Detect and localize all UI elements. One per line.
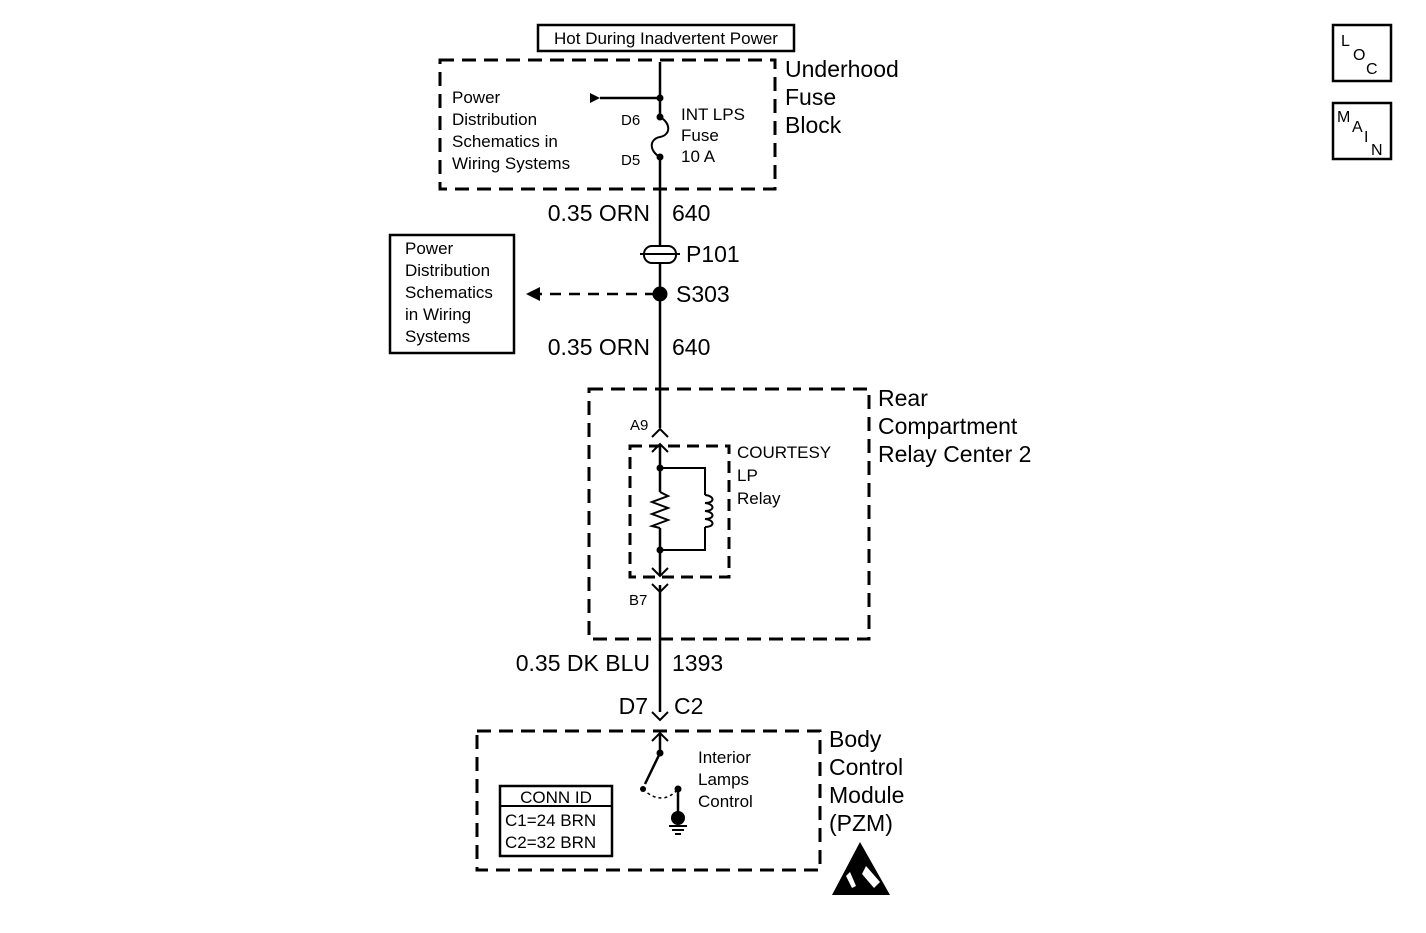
underhood-title-2: Fuse bbox=[785, 84, 836, 110]
conn-id-table: CONN ID C1=24 BRN C2=32 BRN bbox=[498, 784, 614, 858]
main-button[interactable]: M A I N bbox=[1331, 101, 1393, 161]
main-letter-n: N bbox=[1371, 142, 1383, 159]
bcm-pin-d7: D7 bbox=[619, 693, 648, 719]
relay-coil-icon bbox=[704, 494, 714, 528]
relay-label-3: Relay bbox=[737, 489, 781, 508]
wire1-size-color: 0.35 ORN bbox=[548, 200, 650, 226]
connector-p101: P101 bbox=[640, 241, 740, 267]
hot-during-inadvertent-power-box: Hot During Inadvertent Power bbox=[536, 23, 796, 53]
conn-id-row-2: C2=32 BRN bbox=[505, 833, 596, 852]
bcm-title-3: Module bbox=[829, 782, 904, 808]
relay-label-1: COURTESY bbox=[737, 443, 831, 462]
fuse-icon bbox=[650, 116, 670, 158]
esd-warning-icon bbox=[832, 842, 890, 895]
conn-id-title: CONN ID bbox=[520, 788, 592, 807]
bcm-title-2: Control bbox=[829, 754, 903, 780]
splice-s303-label: S303 bbox=[676, 281, 730, 307]
loc-letter-l: L bbox=[1341, 33, 1350, 50]
switch-label-2: Lamps bbox=[698, 770, 749, 789]
fuse-pin-d5-dot bbox=[656, 153, 664, 161]
underhood-note-3: Schematics in bbox=[452, 132, 558, 151]
ref-box-line-3: Schematics bbox=[405, 283, 493, 302]
loc-letter-o: O bbox=[1353, 47, 1365, 64]
relay-center-title-1: Rear bbox=[878, 385, 928, 411]
pin-d5: D5 bbox=[621, 152, 640, 169]
pin-b7-connector-icon bbox=[651, 583, 669, 594]
connector-p101-label: P101 bbox=[686, 241, 740, 267]
relay-center-title-3: Relay Center 2 bbox=[878, 441, 1031, 467]
main-letter-i: I bbox=[1364, 129, 1368, 146]
wire3-circuit: 1393 bbox=[672, 650, 723, 676]
switch-label-1: Interior bbox=[698, 748, 751, 767]
relay-label-2: LP bbox=[737, 466, 758, 485]
fuse-label-1: INT LPS bbox=[681, 105, 745, 124]
main-letter-a: A bbox=[1352, 119, 1363, 136]
fuse-label-2: Fuse bbox=[681, 126, 719, 145]
ref-box-line-2: Distribution bbox=[405, 261, 490, 280]
switch-label-3: Control bbox=[698, 792, 753, 811]
underhood-title-1: Underhood bbox=[785, 56, 899, 82]
underhood-title-3: Block bbox=[785, 112, 842, 138]
wire1-circuit: 640 bbox=[672, 200, 710, 226]
rear-compartment-relay-center: Rear Compartment Relay Center 2 A9 COURT… bbox=[587, 385, 1031, 641]
ground-icon bbox=[671, 811, 685, 825]
splice-s303: S303 bbox=[526, 281, 730, 307]
loc-button[interactable]: L O C bbox=[1331, 23, 1393, 83]
courtesy-relay-box bbox=[628, 444, 731, 579]
pin-a9-connector-icon bbox=[651, 427, 669, 438]
loc-letter-c: C bbox=[1366, 61, 1378, 78]
relay-center-title-2: Compartment bbox=[878, 413, 1018, 439]
bcm-connector-icon bbox=[651, 711, 669, 722]
ref-box-line-5: Systems bbox=[405, 327, 470, 346]
pin-b7: B7 bbox=[629, 592, 647, 609]
underhood-note-2: Distribution bbox=[452, 110, 537, 129]
relay-resistor-icon bbox=[648, 491, 671, 529]
header-box-label: Hot During Inadvertent Power bbox=[554, 29, 778, 48]
underhood-fuse-block: Underhood Fuse Block Power Distribution … bbox=[438, 56, 899, 191]
fuse-label-3: 10 A bbox=[681, 147, 716, 166]
wire2-circuit: 640 bbox=[672, 334, 710, 360]
interior-lamps-switch-icon bbox=[643, 752, 662, 785]
splice-arrowhead-icon bbox=[526, 287, 540, 301]
ref-box-line-4: in Wiring bbox=[405, 305, 471, 324]
body-control-module: Body Control Module (PZM) Interior Lamps… bbox=[475, 726, 904, 872]
pin-a9: A9 bbox=[630, 417, 648, 434]
bcm-title-1: Body bbox=[829, 726, 882, 752]
main-letter-m: M bbox=[1337, 109, 1350, 126]
power-distribution-ref-box: Power Distribution Schematics in Wiring … bbox=[388, 233, 516, 355]
bcm-pin-c2: C2 bbox=[674, 693, 703, 719]
conn-id-row-1: C1=24 BRN bbox=[505, 811, 596, 830]
wire3-size-color: 0.35 DK BLU bbox=[516, 650, 650, 676]
wire2-size-color: 0.35 ORN bbox=[548, 334, 650, 360]
pin-d6: D6 bbox=[621, 112, 640, 129]
splice-dot bbox=[652, 286, 668, 302]
underhood-note-1: Power bbox=[452, 88, 501, 107]
underhood-note-4: Wiring Systems bbox=[452, 154, 570, 173]
bcm-title-4: (PZM) bbox=[829, 810, 893, 836]
ref-box-line-1: Power bbox=[405, 239, 454, 258]
